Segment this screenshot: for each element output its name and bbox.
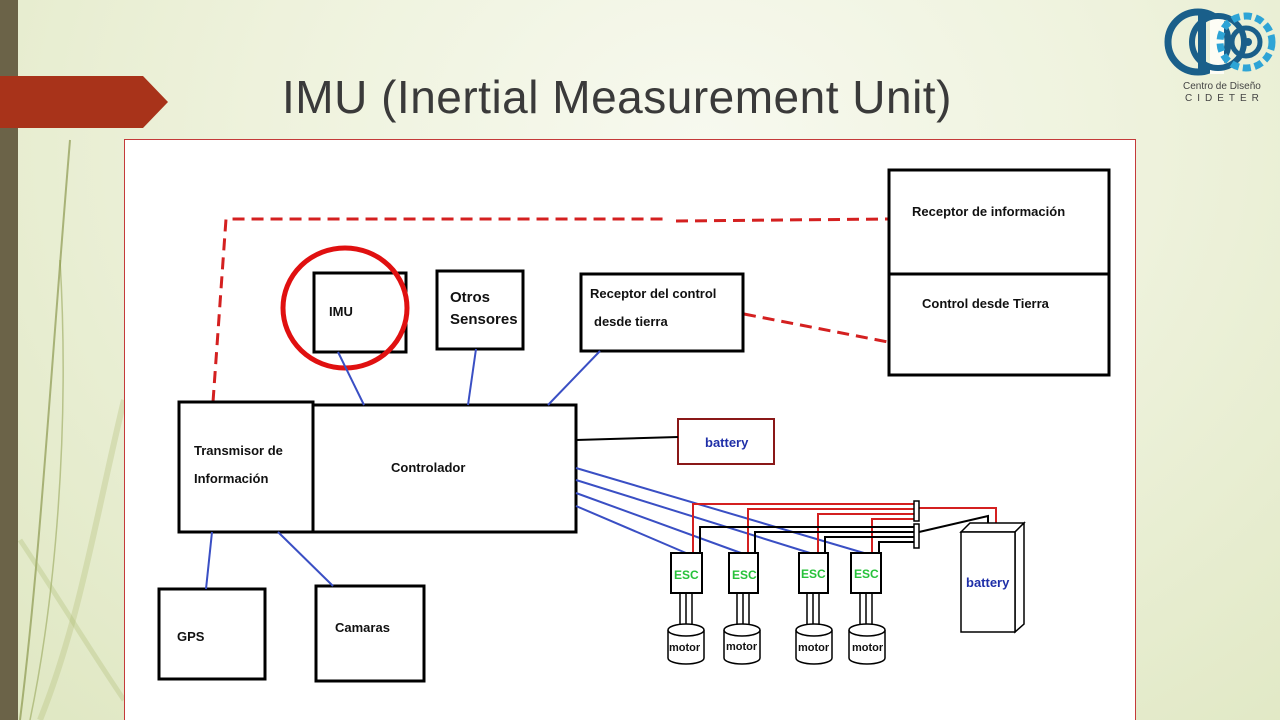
motor-label: motor xyxy=(726,641,758,653)
receptor-control-box xyxy=(579,272,745,353)
title-accent-tab xyxy=(0,76,168,128)
esc-legs xyxy=(679,593,873,628)
gps-box xyxy=(157,587,267,681)
cdo-logo-icon xyxy=(1164,8,1276,76)
esc-units xyxy=(670,552,882,594)
logo-subtitle: Centro de Diseño xyxy=(1183,81,1261,92)
motor-label: motor xyxy=(852,642,884,654)
telemetry-link xyxy=(211,217,889,403)
imu-box xyxy=(312,271,408,354)
motors xyxy=(667,623,886,665)
esc-label: ESC xyxy=(732,568,757,582)
power-wires xyxy=(692,503,997,553)
control-tierra-box xyxy=(887,272,1111,377)
logo-name: CIDETER xyxy=(1185,93,1264,104)
receptor-control-label: Receptor del control xyxy=(590,286,717,301)
imu-label: IMU xyxy=(329,304,353,319)
slide-title: IMU (Inertial Measurement Unit) xyxy=(282,71,952,123)
battery-top-label: battery xyxy=(705,435,749,450)
informacion-label: Información xyxy=(194,471,269,486)
controlador-box xyxy=(311,403,578,534)
transmisor-label: Transmisor de xyxy=(194,443,283,458)
left-accent-bar xyxy=(0,0,18,720)
desde-tierra-label: desde tierra xyxy=(594,314,668,329)
camaras-box xyxy=(314,584,426,683)
battery-right-label: battery xyxy=(966,575,1010,590)
transmisor-box xyxy=(177,400,315,534)
controlador-label: Controlador xyxy=(391,460,466,475)
motor-label: motor xyxy=(669,642,701,654)
control-tierra-label: Control desde Tierra xyxy=(922,296,1049,311)
data-wires xyxy=(205,348,865,590)
esc-label: ESC xyxy=(801,567,826,581)
gps-label: GPS xyxy=(177,629,205,644)
battery-top-box xyxy=(677,418,775,465)
esc-label: ESC xyxy=(854,567,879,581)
otros-sensores-box xyxy=(435,269,525,351)
motor-label: motor xyxy=(798,642,830,654)
battery-right-shape xyxy=(959,521,1026,634)
receptor-info-box xyxy=(887,168,1111,276)
otros-label: Otros xyxy=(450,289,491,306)
receptor-info-label: Receptor de información xyxy=(912,204,1066,219)
control-link xyxy=(743,312,889,344)
decorative-curves xyxy=(17,139,127,720)
esc-label: ESC xyxy=(674,568,699,582)
camaras-label: Camaras xyxy=(335,620,390,635)
sensores-label: Sensores xyxy=(450,311,518,328)
